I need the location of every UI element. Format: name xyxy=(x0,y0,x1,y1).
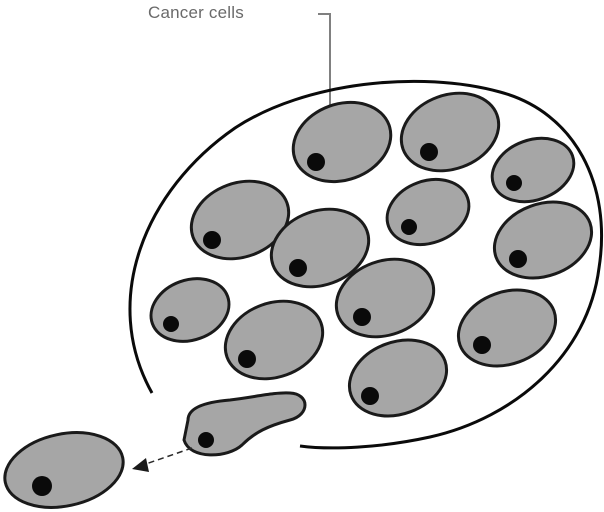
cancer-cell xyxy=(378,169,478,256)
cancer-cell xyxy=(282,89,402,195)
label-leader-line xyxy=(318,14,330,116)
cancer-cell xyxy=(390,80,509,184)
cancer-cell xyxy=(142,268,238,352)
cell-nucleus xyxy=(32,476,52,496)
escaped-cancer-cell xyxy=(0,422,130,512)
cancer-cell xyxy=(448,277,567,379)
tumor-cells xyxy=(142,80,602,429)
cell-nucleus xyxy=(198,432,214,448)
migrating-cancer-cell xyxy=(184,393,305,455)
cell-nucleus xyxy=(401,219,417,235)
cancer-cell xyxy=(214,288,333,392)
cancer-cell xyxy=(484,189,603,291)
cell-nucleus xyxy=(420,143,438,161)
cancer-cell xyxy=(339,327,458,429)
cell-nucleus xyxy=(289,259,307,277)
cell-nucleus xyxy=(307,153,325,171)
cell-nucleus xyxy=(163,316,179,332)
cell-nucleus xyxy=(203,231,221,249)
cell-nucleus xyxy=(506,175,522,191)
migration-arrowhead xyxy=(132,458,149,472)
cell-nucleus xyxy=(238,350,256,368)
migration-path xyxy=(140,448,192,466)
cell-nucleus xyxy=(473,336,491,354)
cell-nucleus xyxy=(361,387,379,405)
cell-nucleus xyxy=(353,308,371,326)
cell-nucleus xyxy=(509,250,527,268)
cancer-cell xyxy=(483,127,582,212)
